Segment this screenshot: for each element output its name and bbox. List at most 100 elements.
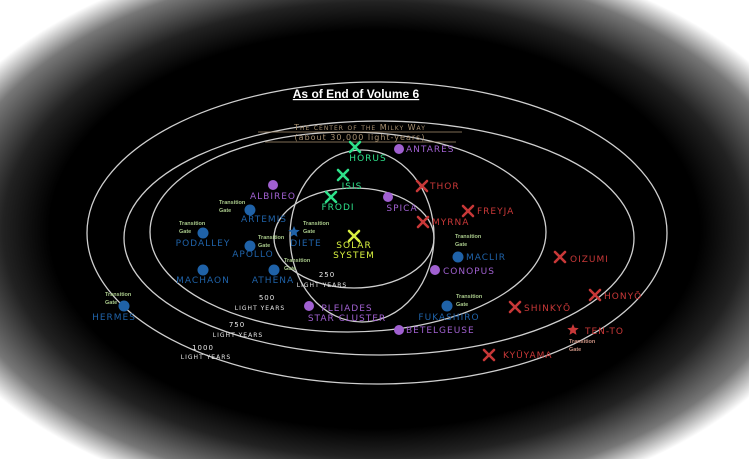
transition-gate-label: Gate — [569, 347, 581, 353]
star-icon — [288, 226, 300, 237]
marker-label: TEN-TO — [584, 327, 624, 337]
transition-gate-label: Gate — [105, 300, 117, 306]
marker-frodi[interactable]: FRODI — [321, 190, 354, 213]
transition-gate-label: Gate — [455, 242, 467, 248]
marker-label: HORUS — [349, 154, 386, 164]
marker-label: ARTEMIS — [241, 215, 287, 225]
transition-gate-label: Gate — [179, 229, 191, 235]
distance-unit: LIGHT YEARS — [235, 305, 285, 312]
marker-machaon[interactable]: MACHAON — [176, 264, 230, 287]
transition-gate-label: Gate — [284, 266, 296, 272]
marker-label: KYŪYAMA — [503, 350, 553, 361]
marker-conopus[interactable]: CONOPUS — [430, 265, 495, 277]
planet-dot-icon — [244, 240, 256, 252]
milky-way-line-1: The center of the Milky Way — [293, 123, 426, 132]
planet-dot-icon — [268, 180, 278, 190]
planet-dot-icon — [118, 300, 130, 312]
marker-label: SHINKYŌ — [524, 303, 571, 314]
marker-label: ALBIREO — [250, 192, 296, 202]
marker-label: MYRNA — [432, 218, 469, 228]
planet-dot-icon — [394, 325, 404, 335]
marker-label: SYSTEM — [333, 251, 375, 261]
x-marker-icon — [336, 168, 350, 182]
x-marker-icon — [482, 348, 496, 362]
planet-dot-icon — [452, 251, 464, 263]
marker-betelgeuse[interactable]: BETELGEUSE — [394, 325, 475, 336]
marker-ky-yama[interactable]: KYŪYAMA — [482, 348, 553, 362]
marker-label: SOLAR — [336, 241, 371, 251]
marker-label: BETELGEUSE — [406, 326, 475, 336]
transition-gate-label: Gate — [258, 243, 270, 249]
marker-label: MACHAON — [176, 276, 230, 286]
planet-dot-icon — [197, 264, 209, 276]
marker-myrna[interactable]: MYRNA — [416, 215, 469, 229]
transition-gate-label: Transition — [455, 234, 482, 240]
transition-gate-label: Gate — [456, 302, 468, 308]
distance-unit: LIGHT YEARS — [213, 332, 263, 339]
milky-way-line-2: (about 30,000 light-years) — [295, 133, 426, 142]
distance-value: 250 — [319, 271, 335, 279]
marker-label: PODALLEY — [176, 239, 231, 249]
distance-value: 750 — [229, 321, 245, 329]
x-marker-icon — [461, 204, 475, 218]
marker-label: OIZUMI — [570, 255, 609, 265]
x-marker-icon — [508, 300, 522, 314]
marker-label: STAR CLUSTER — [308, 314, 386, 324]
marker-label: FRODI — [321, 203, 354, 213]
x-marker-icon — [347, 229, 361, 243]
x-marker-icon — [553, 250, 567, 264]
planet-dot-icon — [383, 192, 393, 202]
marker-label: HONYŌ — [604, 291, 642, 302]
marker-spica[interactable]: SPICA — [383, 192, 418, 214]
marker-thor[interactable]: THOR — [415, 179, 460, 193]
planet-dot-icon — [430, 265, 440, 275]
x-marker-icon — [588, 288, 602, 302]
marker-label: CONOPUS — [443, 267, 495, 277]
marker-horus[interactable]: HORUS — [348, 140, 386, 164]
ring-750-ly — [123, 120, 635, 356]
marker-isis[interactable]: ISIS — [336, 168, 362, 192]
map-title: As of End of Volume 6 — [293, 87, 420, 101]
ring-1000-ly — [86, 81, 668, 385]
distance-unit: LIGHT YEARS — [181, 354, 231, 361]
transition-gate-label: Transition — [219, 200, 246, 206]
transition-gate-label: Gate — [219, 208, 231, 214]
distance-unit: LIGHT YEARS — [297, 282, 347, 289]
x-marker-icon — [324, 190, 338, 204]
marker-label: THOR — [429, 182, 460, 192]
marker-label: DIETE — [290, 239, 321, 249]
marker-albireo[interactable]: ALBIREO — [250, 180, 296, 202]
marker-label: ATHENA — [252, 276, 294, 286]
marker-hony[interactable]: HONYŌ — [588, 288, 642, 302]
marker-label: HERMES — [92, 313, 136, 323]
distance-value: 500 — [259, 294, 275, 302]
marker-label: APOLLO — [232, 250, 273, 260]
ring-horus — [289, 149, 435, 323]
transition-gate-label: Transition — [303, 221, 330, 227]
marker-label: FREYJA — [477, 207, 514, 217]
marker-label: SPICA — [386, 204, 417, 214]
x-marker-icon — [415, 179, 429, 193]
marker-shinky[interactable]: SHINKYŌ — [508, 300, 571, 314]
marker-oizumi[interactable]: OIZUMI — [553, 250, 609, 265]
marker-freyja[interactable]: FREYJA — [461, 204, 514, 218]
marker-antares[interactable]: ANTARES — [394, 144, 455, 155]
transition-gate-label: Transition — [258, 235, 285, 241]
planet-dot-icon — [268, 264, 280, 276]
transition-gate-label: Transition — [284, 258, 311, 264]
transition-gate-label: Transition — [456, 294, 483, 300]
transition-gate-label: Transition — [105, 292, 132, 298]
